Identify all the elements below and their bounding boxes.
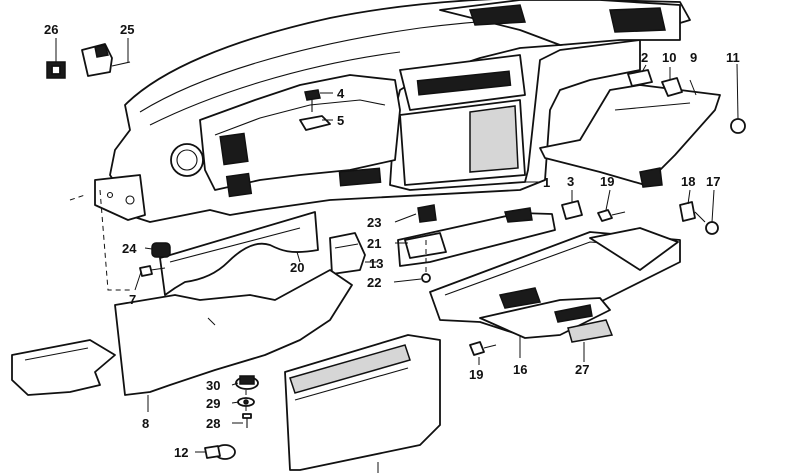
callout-8: 8	[142, 416, 149, 431]
callout-7: 7	[129, 292, 136, 307]
callout-5: 5	[337, 113, 344, 128]
callout-12: 12	[174, 445, 188, 460]
callout-18: 18	[681, 174, 695, 189]
center-strip-part-21	[393, 204, 556, 283]
callout-10: 10	[662, 50, 676, 65]
callout-4: 4	[337, 86, 345, 101]
callout-23: 23	[367, 215, 381, 230]
leader-lines	[55, 38, 739, 453]
callout-21: 21	[367, 236, 381, 251]
callout-30: 30	[206, 378, 220, 393]
callout-16: 16	[513, 362, 527, 377]
callout-2: 2	[641, 50, 648, 65]
assembly-lines	[69, 189, 427, 414]
callout-11: 11	[726, 50, 740, 65]
lower-panel	[284, 334, 441, 473]
dashboard-panel	[94, 0, 691, 223]
lower-trim-part-8	[11, 269, 353, 412]
callout-13: 13	[369, 256, 383, 271]
callout-27: 27	[575, 362, 589, 377]
callout-19-lower: 19	[469, 367, 483, 382]
callout-29: 29	[206, 396, 220, 411]
callout-9: 9	[690, 50, 697, 65]
callout-3: 3	[567, 174, 574, 189]
pad-part-27	[567, 319, 614, 343]
side-panel-part-9	[539, 79, 721, 188]
fasteners	[46, 43, 746, 460]
callout-1: 1	[543, 175, 550, 190]
callout-25: 25	[120, 22, 134, 37]
callout-22: 22	[367, 275, 381, 290]
callout-24: 24	[122, 241, 137, 256]
callout-26: 26	[44, 22, 58, 37]
callout-17: 17	[706, 174, 720, 189]
callout-19-upper: 19	[600, 174, 614, 189]
callout-20: 20	[290, 260, 304, 275]
knee-panel-part-20	[159, 211, 319, 296]
glovebox-part-16	[429, 227, 681, 358]
callout-28: 28	[206, 416, 220, 431]
bracket-part-13	[329, 232, 378, 275]
callout-labels: 26 25 4 5 1 2 10 9 11 3 19 18 17 23 21 1…	[44, 22, 740, 460]
